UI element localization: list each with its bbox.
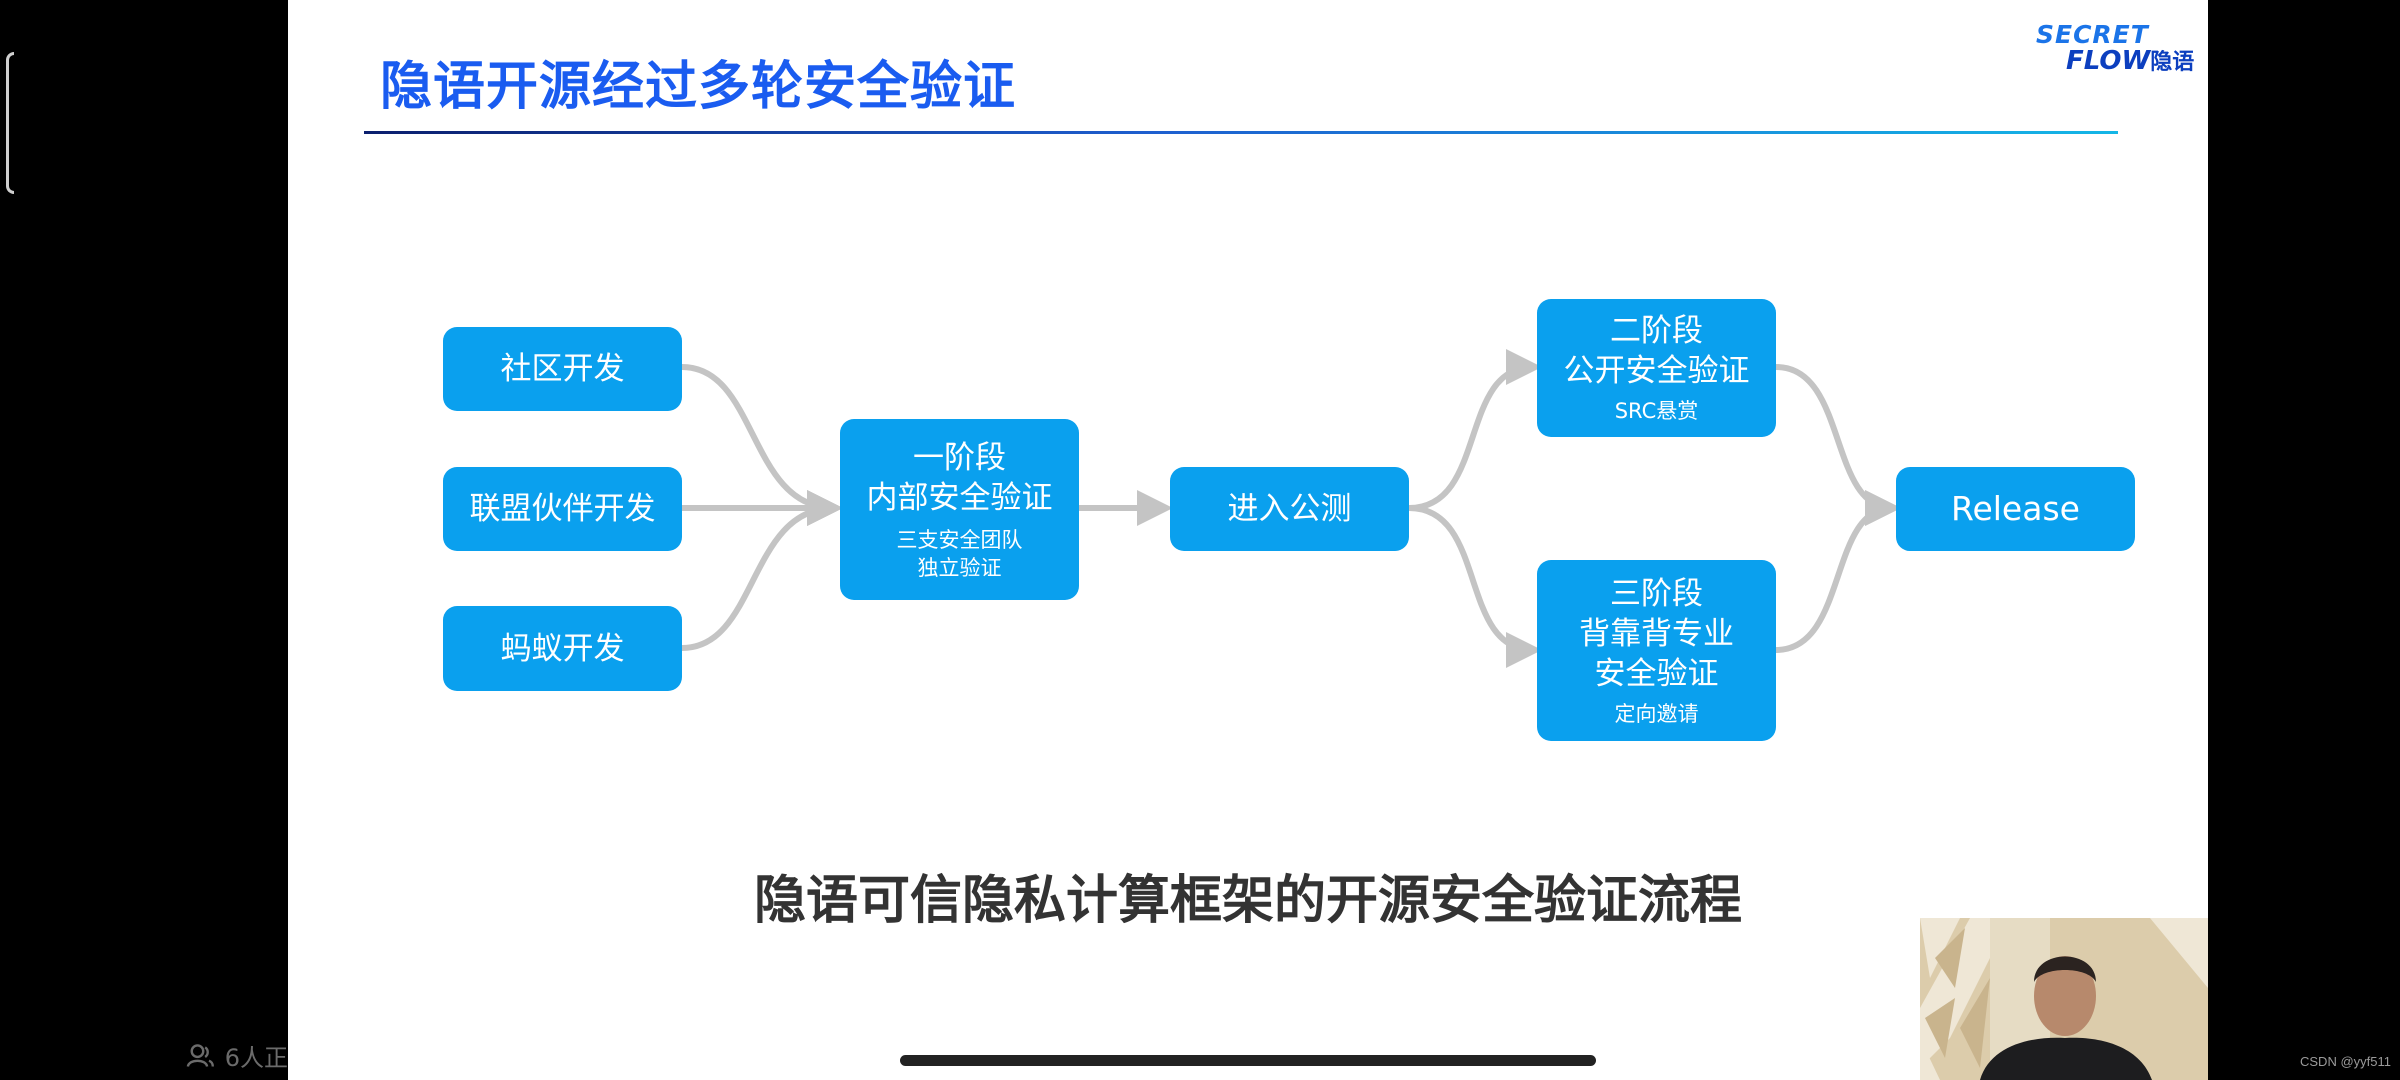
connector-beta-to-stage3: [1406, 505, 1542, 668]
node-stage1: 一阶段 内部安全验证 三支安全团队 独立验证: [840, 419, 1079, 600]
stage1-title-1: 一阶段: [913, 439, 1006, 476]
people-icon: [186, 1043, 215, 1067]
stage2-title-2: 公开安全验证: [1563, 353, 1750, 389]
logo-line-2-en: FLOW: [2066, 46, 2151, 76]
stage3-sub: 定向邀请: [1614, 701, 1699, 726]
watermark: CSDN @yyf511: [2300, 1054, 2391, 1069]
stage1-sub-1: 三支安全团队: [896, 527, 1023, 552]
stage1-title-2: 内部安全验证: [866, 479, 1053, 516]
stage3-title-2: 背靠背专业: [1579, 615, 1734, 652]
home-indicator-bar[interactable]: [900, 1055, 1596, 1066]
connector-stage3-to-release: [1773, 490, 1901, 653]
logo-line-2: FLOW隐语: [2066, 44, 2194, 76]
node-ant-dev: 蚂蚁开发: [443, 606, 682, 691]
logo-line-1: SECRET: [2036, 20, 2149, 49]
node-ant-dev-label: 蚂蚁开发: [500, 630, 625, 667]
logo-line-2-cn: 隐语: [2150, 50, 2195, 75]
node-stage3: 三阶段 背靠背专业 安全验证 定向邀请: [1537, 560, 1776, 741]
presenter-webcam: [1920, 918, 2208, 1080]
connector-community-to-stage1: [679, 364, 843, 526]
node-release: Release: [1896, 467, 2135, 551]
node-community-dev-label: 社区开发: [500, 351, 625, 387]
stage1-notes: 三支安全团队 独立验证: [897, 526, 1023, 582]
node-public-beta: 进入公测: [1170, 467, 1409, 551]
stage2-sub: SRC悬赏: [1614, 399, 1699, 423]
stage2-title-1: 二阶段: [1610, 313, 1703, 349]
connector-ant-to-stage1: [679, 490, 843, 651]
connector-beta-to-stage2: [1406, 349, 1542, 511]
stage3-title-1: 三阶段: [1610, 575, 1703, 612]
slide-caption: 隐语可信隐私计算框架的开源安全验证流程: [753, 871, 1742, 931]
presenter-video: [1920, 918, 2208, 1080]
node-stage2: 二阶段 公开安全验证 SRC悬赏: [1537, 299, 1776, 437]
node-alliance-dev-label: 联盟伙伴开发: [469, 491, 656, 527]
viewer-count-text: 6人正: [224, 1044, 288, 1072]
device-edge: [6, 52, 14, 194]
viewer-count: 6人正: [186, 1038, 288, 1073]
secretflow-logo: SECRET FLOW隐语: [2036, 20, 2198, 76]
stage3-title-3: 安全验证: [1594, 655, 1719, 692]
stage1-sub-2: 独立验证: [917, 555, 1002, 580]
title-divider: [364, 131, 2118, 134]
node-release-label: Release: [1951, 489, 2080, 528]
node-community-dev: 社区开发: [443, 327, 682, 411]
flow-connectors: [679, 349, 1901, 668]
presentation-slide: 隐语开源经过多轮安全验证 SECRET FLOW隐语 社区开发 联盟伙伴开发: [288, 0, 2208, 1080]
node-public-beta-label: 进入公测: [1227, 491, 1352, 527]
node-alliance-dev: 联盟伙伴开发: [443, 467, 682, 551]
slide-title: 隐语开源经过多轮安全验证: [380, 57, 1017, 117]
connector-stage2-to-release: [1773, 364, 1901, 526]
